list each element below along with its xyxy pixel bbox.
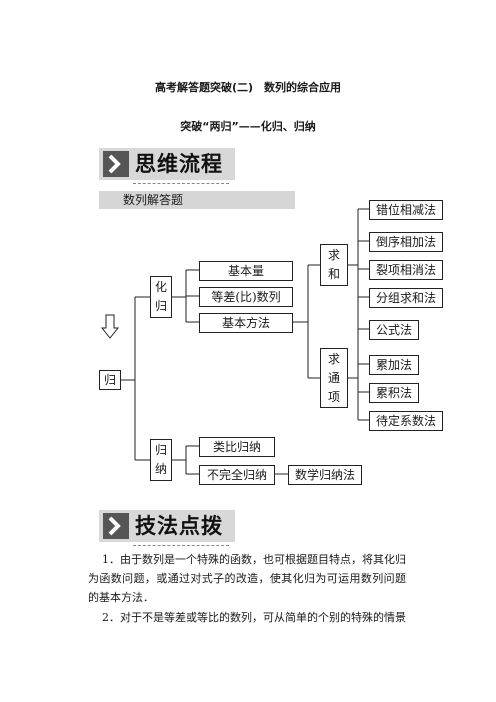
section-banner-techniques: 技法点拨 bbox=[99, 510, 235, 546]
node-arith-geo-sequence: 等差(比)数列 bbox=[199, 287, 293, 307]
document-title: 高考解答题突破(二) 数列的综合应用 bbox=[154, 81, 342, 94]
node-general-term-char-3: 项 bbox=[327, 389, 340, 404]
node-misaligned-subtraction: 错位相减法 bbox=[369, 200, 443, 220]
node-math-induction: 数学归纳法 bbox=[288, 465, 362, 485]
section-heading: 思维流程 bbox=[135, 152, 223, 176]
topic-label: 数列解答题 bbox=[123, 193, 184, 207]
node-gui: 归 bbox=[99, 370, 121, 390]
node-sum: 求 和 bbox=[320, 244, 348, 286]
paragraph-2: 2．对于不是等差或等比的数列，可从简单的个别的特殊的情景 bbox=[102, 611, 406, 624]
section-heading: 技法点拨 bbox=[135, 514, 223, 538]
chevron-right-icon bbox=[103, 513, 129, 539]
node-induction-char-2: 纳 bbox=[154, 462, 167, 476]
node-cumulative-product: 累积法 bbox=[369, 383, 419, 403]
divider bbox=[133, 183, 229, 184]
node-basic-method: 基本方法 bbox=[199, 313, 293, 333]
node-sum-char-1: 求 bbox=[327, 248, 340, 262]
node-telescoping: 裂项相消法 bbox=[369, 260, 443, 280]
topic-label-bar: 数列解答题 bbox=[99, 191, 295, 209]
node-huagui-char-2: 归 bbox=[154, 299, 167, 313]
node-general-term: 求 通 项 bbox=[320, 348, 348, 408]
chevron-right-icon bbox=[103, 151, 129, 177]
node-cumulative-sum: 累加法 bbox=[369, 355, 419, 375]
divider bbox=[133, 545, 229, 546]
node-formula-method: 公式法 bbox=[369, 320, 419, 340]
document-subtitle: 突破“两归”——化归、归纳 bbox=[180, 120, 316, 133]
node-incomplete-induction: 不完全归纳 bbox=[199, 465, 275, 485]
down-arrow-icon bbox=[100, 314, 120, 339]
node-sum-char-2: 和 bbox=[327, 267, 340, 281]
node-reverse-addition: 倒序相加法 bbox=[369, 232, 443, 252]
node-huagui: 化 归 bbox=[150, 276, 172, 318]
node-induction: 归 纳 bbox=[150, 439, 172, 481]
node-general-term-char-1: 求 bbox=[327, 351, 340, 366]
node-induction-char-1: 归 bbox=[154, 443, 167, 457]
node-analogy-induction: 类比归纳 bbox=[199, 437, 275, 457]
node-basic-quantity: 基本量 bbox=[199, 261, 293, 281]
section-banner-thinking-flow: 思维流程 bbox=[99, 148, 235, 184]
node-undetermined-coefficient: 待定系数法 bbox=[369, 411, 443, 431]
node-general-term-char-2: 通 bbox=[327, 370, 340, 385]
node-group-sum: 分组求和法 bbox=[369, 288, 443, 308]
paragraph-1: 1．由于数列是一个特殊的函数，也可根据题目特点，将其化归为函数问题，或通过对式子… bbox=[88, 553, 406, 604]
node-huagui-char-1: 化 bbox=[154, 280, 167, 294]
